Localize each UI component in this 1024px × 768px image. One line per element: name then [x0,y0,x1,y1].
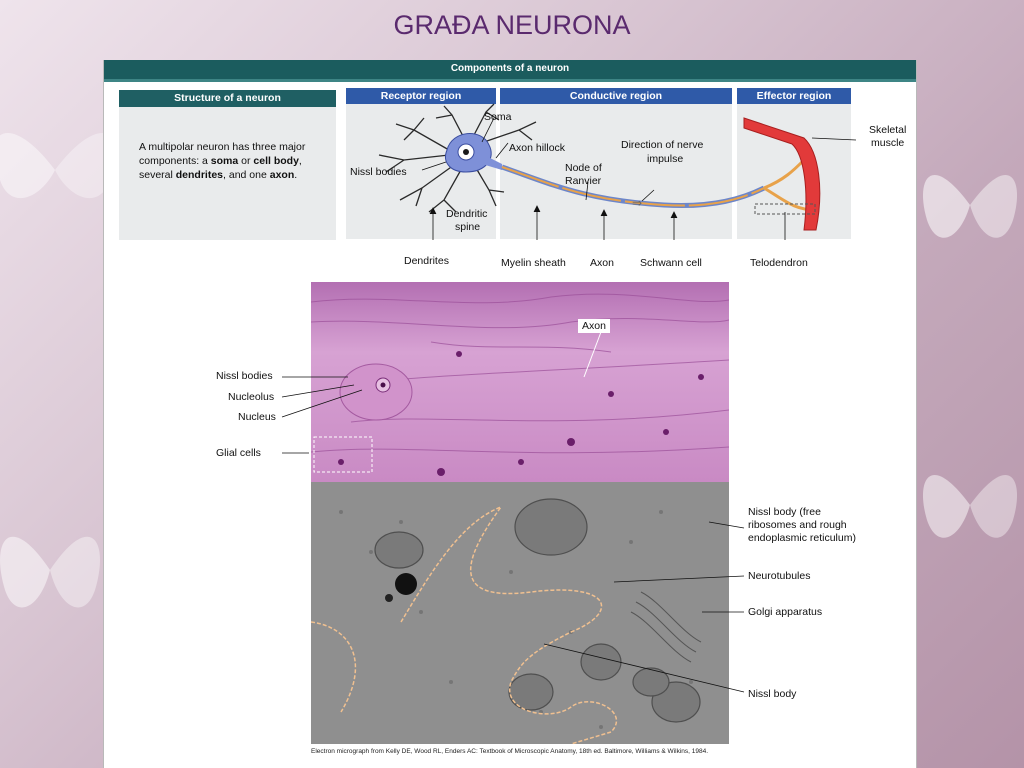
label-axon-hillock: Axon hillock [509,142,566,154]
structure-box: Structure of a neuron A multipolar neuro… [119,90,336,240]
myelin-sheath-line [501,166,765,207]
label-em-golgi: Golgi apparatus [748,606,823,618]
light-micrograph [311,282,729,482]
structure-header: Structure of a neuron [119,90,336,107]
label-axon: Axon [590,257,614,269]
butterfly-decoration-right [922,174,1018,238]
structure-term-dendrites: dendrites [175,169,224,181]
label-em-nissl-free-2: ribosomes and rough [748,519,847,531]
label-schwann-cell: Schwann cell [640,257,702,269]
label-nissl-bodies: Nissl bodies [350,166,407,178]
structure-text-part: . [294,169,298,181]
label-myelin-sheath: Myelin sheath [501,257,566,269]
axon-hillock-shape [482,155,502,170]
figure-citation: Electron micrograph from Kelly DE, Wood … [311,748,709,755]
label-em-nissl-free-3: endoplasmic reticulum) [748,532,856,544]
dendrite-branches [378,103,537,213]
em-outline [400,505,618,744]
label-dendrites: Dendrites [404,255,449,267]
nucleolus-shape [463,149,469,155]
figure-header: Components of a neuron [104,60,916,79]
structure-text-part: A multipolar neuron has three major comp… [139,141,306,167]
label-em-neurotubules: Neurotubules [748,570,811,582]
label-direction-2: impulse [647,153,684,165]
structure-term-cell-body: cell body [253,155,299,167]
electron-micrograph [311,482,729,744]
structure-term-soma: soma [210,155,239,167]
label-soma: Soma [484,111,512,123]
label-micro-glial-cells: Glial cells [216,447,261,459]
neuron-figure-panel: Components of a neuron Structure of a ne… [103,60,917,768]
label-dendritic-spine-1: Dendritic [446,208,488,220]
micrograph-leader-lines [281,331,602,454]
label-telodendron: Telodendron [750,257,808,269]
structure-text-part: , several [139,155,302,181]
label-em-nissl-body: Nissl body [748,688,797,700]
structure-text-part: , and one [223,169,270,181]
label-skeletal-1: Skeletal [869,124,907,136]
structure-term-axon: axon [269,169,295,181]
butterfly-decoration-right-lower [922,474,1018,538]
label-em-nissl-free-1: Nissl body (free [748,506,821,518]
label-micro-nucleolus: Nucleolus [228,391,275,403]
conductive-region-header: Conductive region [500,88,732,104]
structure-text-part: or [238,155,254,167]
skeletal-muscle-shape [743,117,821,231]
impulse-arrow-icon: ⇒ [632,196,643,210]
label-direction-1: Direction of nerve [621,139,704,151]
figure-header-stripe [104,79,916,82]
butterfly-decoration-left [0,132,117,199]
label-micro-nucleus: Nucleus [238,411,276,423]
label-micro-nissl-bodies: Nissl bodies [216,370,273,382]
neuron-cell-body [339,363,413,421]
neuron-diagram [346,103,857,240]
receptor-region-header: Receptor region [346,88,496,104]
effector-region-header: Effector region [737,88,851,104]
em-leader-lines [543,521,745,693]
butterfly-decoration-left-lower [0,536,100,608]
label-node-ranvier-1: Node of [565,162,602,174]
label-skeletal-2: muscle [871,137,905,149]
slide-title: GRAĐA NEURONA [393,10,631,40]
structure-description: A multipolar neuron has three major comp… [139,140,329,182]
label-dendritic-spine-2: spine [455,221,481,233]
dense-granule [395,573,417,595]
glial-cells-box [313,436,373,473]
label-node-ranvier-2: Ranvier [565,175,602,187]
label-micro-axon: Axon [578,319,610,333]
